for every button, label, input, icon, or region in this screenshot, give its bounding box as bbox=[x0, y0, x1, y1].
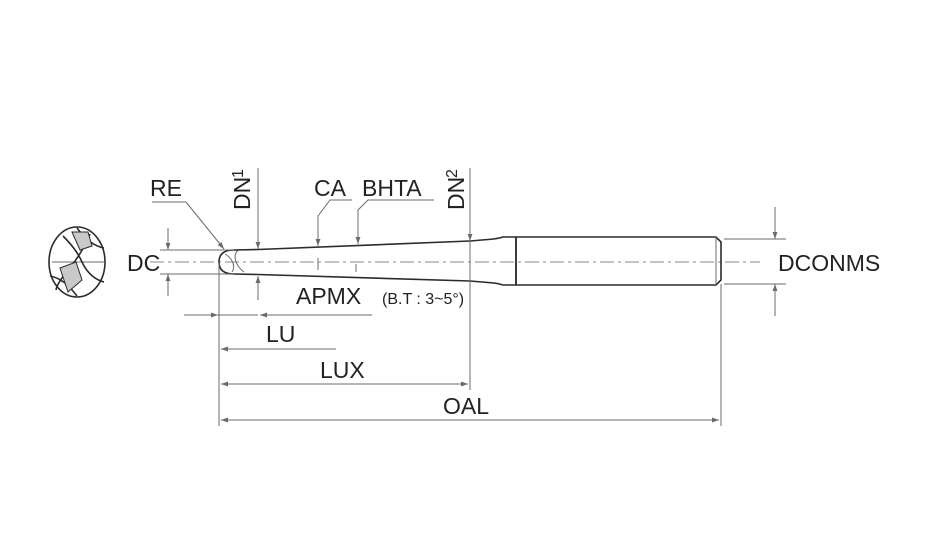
tool-side-view bbox=[218, 236, 722, 286]
svg-text:DN: DN bbox=[229, 177, 255, 210]
dconms-dimension bbox=[724, 207, 786, 316]
lux-label: LUX bbox=[320, 357, 365, 383]
bt-note-label: (B.T : 3~5°) bbox=[382, 291, 464, 308]
bhta-leader bbox=[355, 199, 434, 272]
dn1-label: DN 1 bbox=[229, 169, 255, 210]
ca-label: CA bbox=[314, 175, 347, 201]
svg-text:2: 2 bbox=[444, 169, 461, 178]
dn2-label: DN 2 bbox=[443, 169, 469, 210]
tool-end-view bbox=[48, 226, 106, 298]
svg-text:1: 1 bbox=[230, 169, 247, 178]
lu-label: LU bbox=[266, 321, 295, 347]
dconms-label: DCONMS bbox=[778, 250, 880, 276]
dc-label: DC bbox=[127, 250, 160, 276]
apmx-label: APMX bbox=[296, 283, 361, 309]
re-leader bbox=[152, 201, 225, 250]
svg-text:DN: DN bbox=[443, 177, 469, 210]
re-label: RE bbox=[150, 175, 182, 201]
oal-label: OAL bbox=[443, 393, 489, 419]
ca-leader bbox=[315, 199, 352, 270]
dc-dimension bbox=[160, 228, 234, 296]
bhta-label: BHTA bbox=[362, 175, 422, 201]
